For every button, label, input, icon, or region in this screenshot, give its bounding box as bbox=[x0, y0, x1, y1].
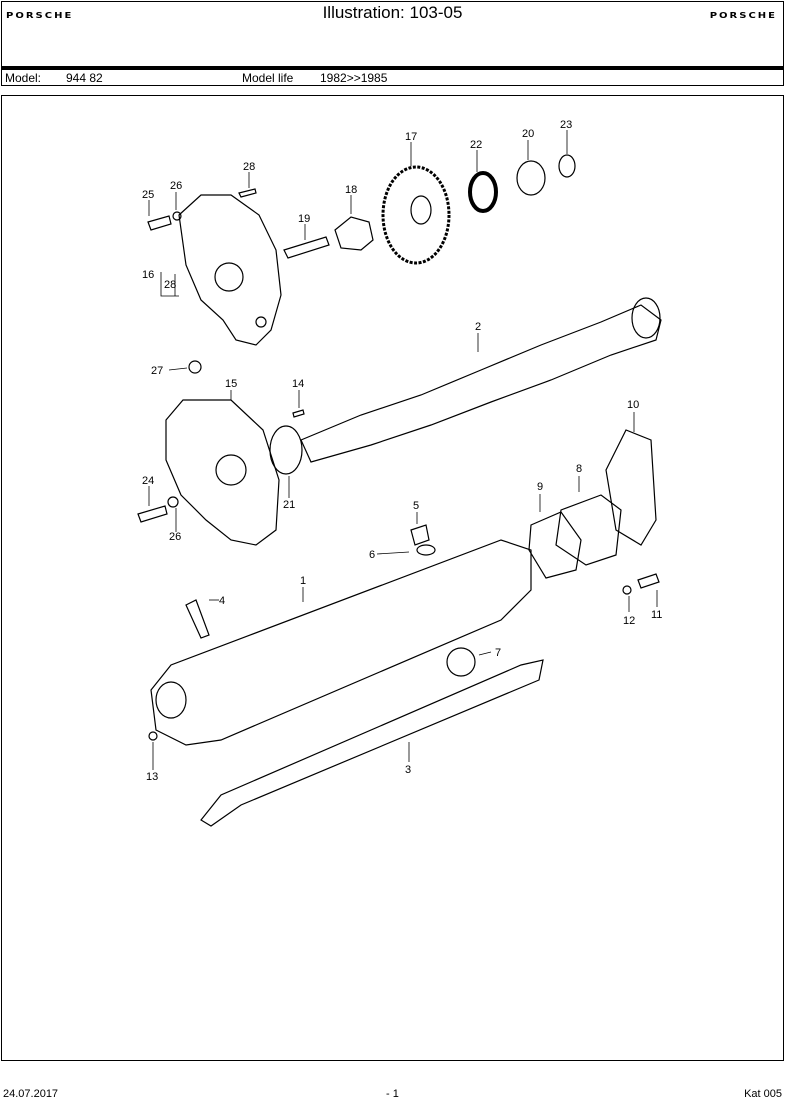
washer-26-lower bbox=[167, 496, 179, 508]
callout-3: 3 bbox=[405, 764, 411, 776]
callout-13: 13 bbox=[146, 771, 158, 783]
leader-lines bbox=[148, 130, 658, 770]
callout-21: 21 bbox=[283, 499, 295, 511]
seal-6 bbox=[416, 544, 436, 556]
callout-4: 4 bbox=[219, 595, 225, 607]
snap-ring-23 bbox=[558, 154, 576, 178]
callout-27: 27 bbox=[151, 365, 163, 377]
bucket-7 bbox=[446, 647, 476, 677]
callout-19: 19 bbox=[298, 213, 310, 225]
o-ring-21 bbox=[269, 425, 303, 475]
washer-12 bbox=[622, 585, 632, 595]
lower-cover-bore bbox=[215, 454, 247, 486]
bushing-20 bbox=[516, 160, 546, 196]
footer-page: - 1 bbox=[386, 1088, 399, 1100]
camshaft-end bbox=[631, 297, 661, 339]
callout-10: 10 bbox=[627, 399, 639, 411]
plug-5 bbox=[410, 524, 430, 546]
callout-22: 22 bbox=[470, 139, 482, 151]
head-bore bbox=[155, 681, 187, 719]
callout-1: 1 bbox=[300, 575, 306, 587]
callout-23: 23 bbox=[560, 119, 572, 131]
model-value: 944 82 bbox=[66, 71, 103, 85]
nut-18 bbox=[334, 216, 374, 251]
pin-28 bbox=[238, 188, 257, 198]
callout-8: 8 bbox=[576, 463, 582, 475]
sprocket-hub bbox=[410, 195, 432, 225]
callout-18: 18 bbox=[345, 184, 357, 196]
washer-26-upper bbox=[172, 211, 182, 221]
callout-17: 17 bbox=[405, 131, 417, 143]
callout-6: 6 bbox=[369, 549, 375, 561]
camshaft-sprocket bbox=[381, 165, 451, 265]
footer-catalog: Kat 005 bbox=[744, 1088, 782, 1100]
pin-14 bbox=[292, 409, 305, 418]
bolt-4 bbox=[185, 599, 210, 639]
callout-12: 12 bbox=[623, 615, 635, 627]
shaft-seal-22 bbox=[468, 171, 498, 213]
housing-8 bbox=[555, 494, 622, 566]
porsche-logo-left: PORSCHE bbox=[6, 12, 74, 21]
callout-16: 16 bbox=[142, 269, 154, 281]
callout-20: 20 bbox=[522, 128, 534, 140]
head-gasket bbox=[200, 659, 544, 827]
callout-9: 9 bbox=[537, 481, 543, 493]
illustration-frame: 1 2 3 4 5 6 7 8 9 10 11 12 13 14 15 16 1… bbox=[1, 95, 784, 1061]
callout-26-upper: 26 bbox=[170, 180, 182, 192]
callout-7: 7 bbox=[495, 647, 501, 659]
gasket-9 bbox=[528, 511, 582, 579]
model-life-value: 1982>>1985 bbox=[320, 71, 388, 85]
bracket-10 bbox=[605, 429, 657, 546]
callout-5: 5 bbox=[413, 500, 419, 512]
callout-25: 25 bbox=[142, 189, 154, 201]
model-row: Model: 944 82 Model life 1982>>1985 bbox=[1, 67, 784, 86]
cylinder-head bbox=[150, 539, 532, 746]
callout-11: 11 bbox=[651, 609, 662, 621]
callout-15: 15 bbox=[225, 378, 237, 390]
callout-14: 14 bbox=[292, 378, 304, 390]
page-title: Illustration: 103-05 bbox=[322, 3, 463, 22]
callout-28-bracket: 28 bbox=[164, 279, 176, 291]
header-box: PORSCHE Illustration: 103-05 PORSCHE bbox=[1, 1, 784, 67]
upper-timing-cover bbox=[178, 194, 282, 346]
cover-hole bbox=[255, 316, 267, 328]
callout-26-lower: 26 bbox=[169, 531, 181, 543]
cover-bore bbox=[214, 262, 244, 292]
callout-24: 24 bbox=[142, 475, 154, 487]
bolt-19 bbox=[283, 236, 330, 259]
bolt-24 bbox=[137, 505, 168, 523]
model-label: Model: bbox=[5, 71, 42, 85]
model-life-label: Model life bbox=[242, 71, 294, 85]
bolt-11 bbox=[637, 573, 660, 589]
callout-28-upper: 28 bbox=[243, 161, 255, 173]
nut-27 bbox=[188, 360, 202, 374]
exploded-parts-diagram: 1 2 3 4 5 6 7 8 9 10 11 12 13 14 15 16 1… bbox=[137, 119, 662, 827]
bolt-25 bbox=[147, 215, 172, 231]
footer-date: 24.07.2017 bbox=[3, 1088, 59, 1100]
washer-13 bbox=[148, 731, 158, 741]
callout-2: 2 bbox=[475, 321, 481, 333]
lower-timing-cover bbox=[165, 399, 280, 546]
camshaft bbox=[300, 304, 662, 463]
porsche-logo-right: PORSCHE bbox=[709, 12, 777, 21]
